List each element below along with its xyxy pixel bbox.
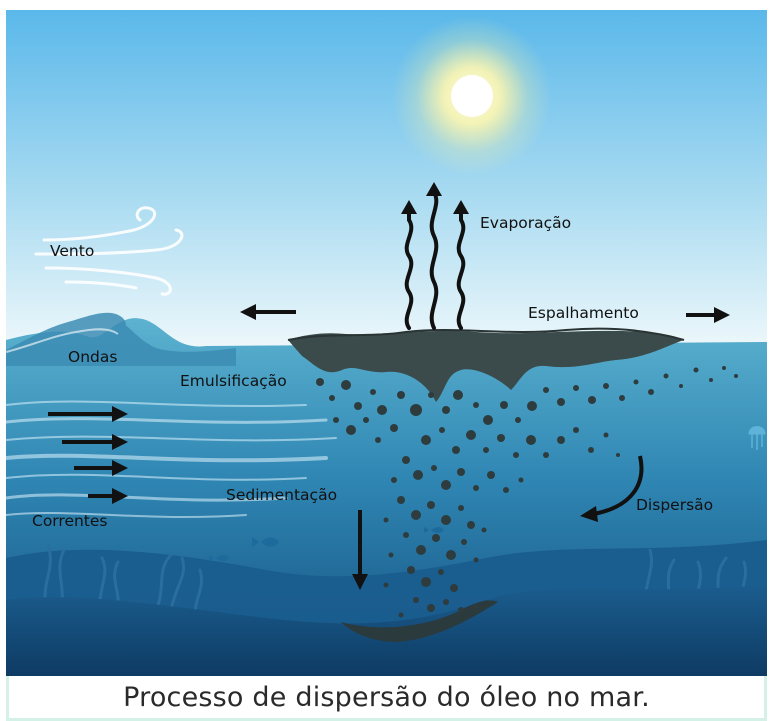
fish-icon (209, 527, 444, 561)
oil-dispersion-illustration: Evaporação Vento Espalhamento Ondas Emul… (6, 10, 767, 676)
label-evaporation: Evaporação (480, 214, 571, 232)
label-emulsification: Emulsificação (180, 372, 287, 390)
current-arrows (48, 406, 128, 504)
oil-droplets (316, 366, 738, 618)
figure-caption: Processo de dispersão do óleo no mar. (123, 681, 650, 713)
label-spreading: Espalhamento (528, 304, 639, 322)
current-streaks (6, 400, 337, 518)
wind-icon (34, 206, 184, 296)
spreading-arrows (240, 304, 730, 323)
label-wind: Vento (50, 242, 94, 260)
dispersion-arrow (580, 455, 644, 522)
arrow-icon (401, 182, 469, 214)
label-currents: Correntes (32, 512, 108, 530)
sun-icon (392, 16, 552, 176)
sedimentation-arrow (352, 510, 368, 590)
caption-box: Processo de dispersão do óleo no mar. (6, 676, 767, 721)
evaporation-arrows (404, 190, 466, 330)
label-sedimentation: Sedimentação (226, 486, 337, 504)
wave-icon (6, 312, 236, 366)
oil-slick (288, 330, 684, 402)
oil-sediment (341, 600, 498, 642)
label-dispersion: Dispersão (636, 496, 713, 514)
sky (6, 10, 767, 350)
label-waves: Ondas (68, 348, 117, 366)
jellyfish-icon (748, 426, 766, 450)
